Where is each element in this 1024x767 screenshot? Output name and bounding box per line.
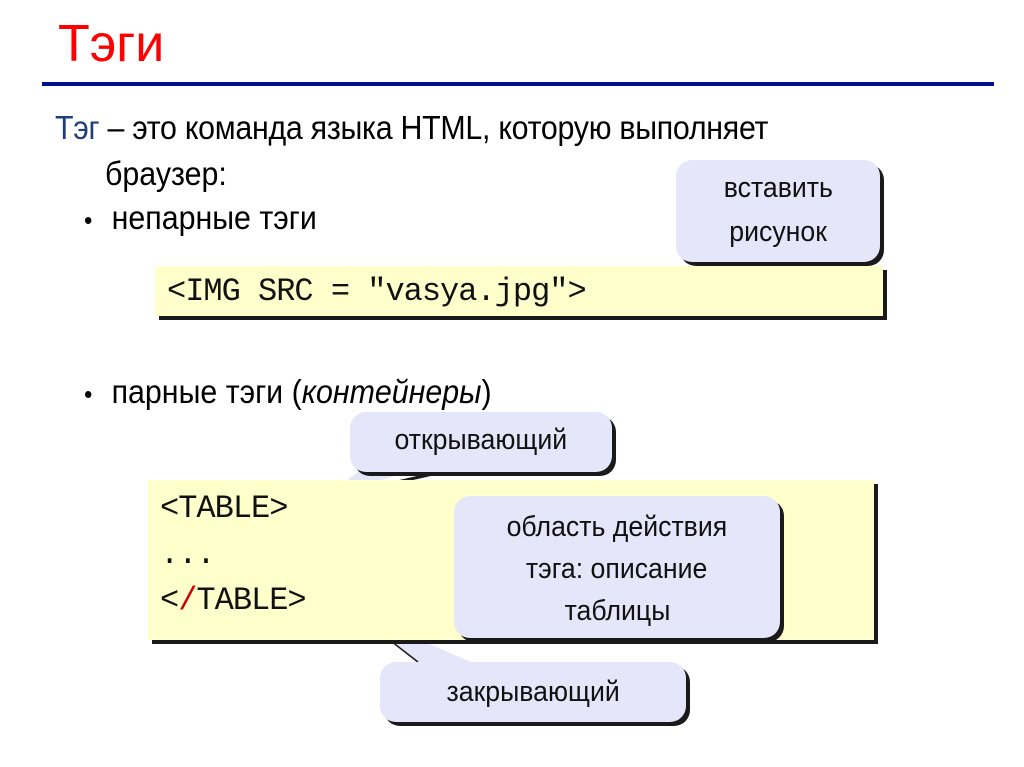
code-block-img: <IMG SRC = "vasya.jpg"> [155,266,883,316]
code-table-close: </TABLE> [160,582,307,619]
bullet-text: непарные тэги [111,199,317,236]
callout-text: область действия [506,511,728,543]
bullet-icon: • [84,379,93,410]
code-slash: / [178,582,197,619]
callout-tag-scope: область действия тэга: описание таблицы [454,496,780,638]
callout-text: таблицы [564,595,670,627]
bullet-unpaired: • непарные тэги [84,198,317,240]
definition-continuation: браузер: [105,155,227,192]
code-table-open: <TABLE> [160,490,288,527]
code-img-tag: <IMG SRC = "vasya.jpg"> [167,273,587,310]
callout-text: рисунок [729,216,827,248]
bullet-text-end: ) [481,373,492,410]
code-close-rest: TABLE> [196,582,306,619]
definition-line: Тэг – это команда языка HTML, которую вы… [55,104,768,152]
definition-term: Тэг [55,109,100,146]
callout-insert-image: вставить рисунок [676,160,880,262]
definition-text: – это команда языка HTML, которую выполн… [99,109,769,146]
callout-text: закрывающий [446,676,620,708]
callout-text: открывающий [394,424,568,456]
callout-text: вставить [723,172,833,204]
code-lt: < [160,582,179,619]
bullet-icon: • [84,205,93,236]
bullet-text: парные тэги ( [111,373,302,410]
code-table-dots: ... [160,536,216,573]
bullet-italic-term: контейнеры [301,373,482,410]
callout-opening-tag: открывающий [350,412,612,472]
callout-closing-tag: закрывающий [380,662,686,722]
bullet-paired: • парные тэги (контейнеры) [84,372,492,414]
slide-title: Тэги [58,15,165,73]
callout-text: тэга: описание [526,553,708,585]
title-underline [42,82,994,86]
